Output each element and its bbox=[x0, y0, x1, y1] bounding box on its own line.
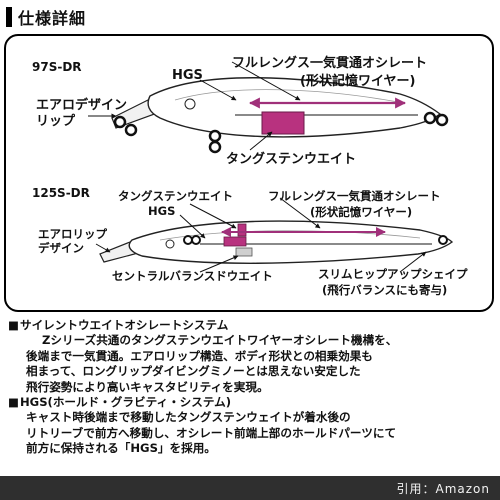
para2-line: キャスト時後端まで移動したタングステンウェイトが着水後の bbox=[26, 410, 351, 425]
tungsten-weight-97 bbox=[261, 111, 305, 135]
heading-hgs: HGS(ホールド・グラビティ・システム) bbox=[8, 395, 494, 410]
label-full-length-125-line1: フルレングス一気貫通オシレート bbox=[268, 189, 441, 203]
lure-125s-dr bbox=[95, 197, 454, 273]
label-hgs-97: HGS bbox=[172, 68, 203, 83]
model-label-97s-dr: 97S-DR bbox=[32, 60, 82, 74]
para2-line: リトリーブで前方へ移動し、オシレート前端上部のホールドパーツにて bbox=[26, 425, 397, 440]
model-label-125s-dr: 125S-DR bbox=[32, 186, 90, 200]
label-aero-lip-125-line2: デザイン bbox=[38, 241, 84, 255]
label-central-balance: セントラルバランスドウエイト bbox=[112, 269, 273, 283]
header-bar bbox=[6, 7, 12, 27]
para1-line: 飛行姿勢により高いキャスタビリティを実現。 bbox=[26, 379, 269, 394]
description: サイレントウエイトオシレートシステム Zシリーズ共通のタングステンウエイトワイヤ… bbox=[8, 318, 494, 457]
body-125 bbox=[128, 220, 454, 264]
page-title: 仕様詳細 bbox=[18, 9, 87, 28]
label-tungsten-weight-125: タングステンウエイト bbox=[118, 189, 233, 203]
label-slim-hip-line1: スリムヒップアップシェイプ bbox=[318, 267, 468, 281]
heading-silent-weight: サイレントウエイトオシレートシステム bbox=[8, 318, 494, 333]
label-full-length-97-line2: (形状記憶ワイヤー) bbox=[300, 74, 416, 89]
label-aero-lip-125-line1: エアロリップ bbox=[38, 227, 107, 241]
central-balance-weight bbox=[235, 247, 253, 257]
label-aero-design-97-line2: リップ bbox=[36, 114, 76, 129]
tungsten-weight-125 bbox=[223, 236, 247, 247]
para2-line: 前方に保持される「HGS」を採用。 bbox=[26, 441, 216, 456]
source-credit: 引用：Amazon bbox=[396, 482, 490, 496]
label-slim-hip-line2: (飛行バランスにも寄与) bbox=[322, 283, 448, 297]
lure-97s-dr bbox=[88, 61, 449, 154]
lure-diagram bbox=[88, 61, 454, 273]
para1-line: 相まって、ロングリップダイビングミノーとは思えない安定した bbox=[26, 364, 361, 379]
label-full-length-125-line2: (形状記憶ワイヤー) bbox=[310, 205, 413, 219]
section-header: 仕様詳細 bbox=[6, 6, 86, 28]
para1-line: 後端まで一気貫通。エアロリップ構造、ボディ形状との相乗効果も bbox=[26, 348, 373, 363]
label-aero-design-97-line1: エアロデザイン bbox=[36, 98, 128, 113]
label-hgs-125: HGS bbox=[148, 204, 176, 218]
footer-bar: 引用：Amazon bbox=[0, 476, 500, 500]
para1-line: Zシリーズ共通のタングステンウエイトワイヤーオシレート機構を、 bbox=[42, 333, 398, 348]
label-full-length-97-line1: フルレングス一気貫通オシレート bbox=[232, 56, 428, 71]
label-tungsten-weight-97: タングステンウエイト bbox=[226, 152, 357, 167]
